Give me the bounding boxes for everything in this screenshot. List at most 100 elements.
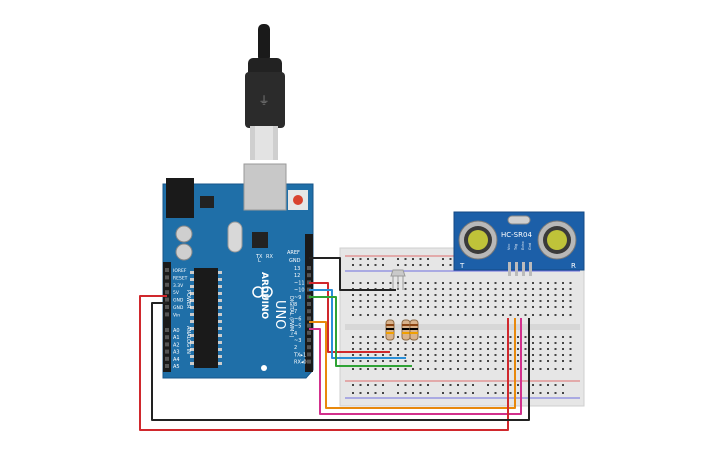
breadboard-hole[interactable] — [397, 294, 399, 296]
breadboard-hole[interactable] — [487, 348, 489, 350]
breadboard-hole[interactable] — [374, 314, 377, 316]
breadboard-hole[interactable] — [457, 314, 459, 316]
breadboard-hole[interactable] — [434, 314, 437, 316]
breadboard-hole[interactable] — [412, 258, 414, 260]
breadboard-hole[interactable] — [509, 354, 512, 356]
breadboard-hole[interactable] — [367, 294, 369, 296]
analog-pin-socket[interactable] — [165, 356, 169, 361]
breadboard-hole[interactable] — [479, 282, 482, 284]
breadboard-hole[interactable] — [412, 306, 414, 308]
breadboard-hole[interactable] — [509, 384, 512, 386]
breadboard-hole[interactable] — [374, 392, 377, 394]
breadboard-hole[interactable] — [502, 368, 504, 370]
breadboard-hole[interactable] — [397, 314, 399, 316]
breadboard-hole[interactable] — [562, 354, 564, 356]
breadboard-hole[interactable] — [539, 282, 542, 284]
breadboard-hole[interactable] — [472, 348, 474, 350]
breadboard-hole[interactable] — [547, 306, 549, 308]
breadboard-hole[interactable] — [562, 306, 564, 308]
breadboard-hole[interactable] — [509, 306, 512, 308]
breadboard-hole[interactable] — [352, 354, 354, 356]
breadboard-hole[interactable] — [419, 360, 422, 362]
breadboard-hole[interactable] — [464, 288, 467, 290]
breadboard-hole[interactable] — [412, 392, 414, 394]
breadboard-hole[interactable] — [382, 348, 384, 350]
breadboard-hole[interactable] — [449, 354, 452, 356]
breadboard-hole[interactable] — [464, 300, 467, 302]
breadboard-hole[interactable] — [404, 348, 407, 350]
breadboard-hole[interactable] — [502, 360, 504, 362]
breadboard-hole[interactable] — [479, 342, 482, 344]
breadboard-hole[interactable] — [562, 342, 564, 344]
breadboard-hole[interactable] — [412, 368, 414, 370]
breadboard-hole[interactable] — [562, 294, 564, 296]
breadboard-hole[interactable] — [487, 306, 489, 308]
digital-pin-socket[interactable] — [307, 266, 311, 270]
breadboard-hole[interactable] — [449, 314, 452, 316]
breadboard-hole[interactable] — [494, 288, 497, 290]
breadboard-hole[interactable] — [562, 288, 564, 290]
breadboard-hole[interactable] — [494, 342, 497, 344]
breadboard-hole[interactable] — [479, 288, 482, 290]
breadboard-hole[interactable] — [517, 300, 519, 302]
breadboard-hole[interactable] — [434, 300, 437, 302]
breadboard-hole[interactable] — [494, 348, 497, 350]
breadboard-hole[interactable] — [367, 282, 369, 284]
breadboard-hole[interactable] — [389, 348, 392, 350]
breadboard-hole[interactable] — [502, 282, 504, 284]
digital-pin-socket[interactable] — [307, 309, 311, 314]
breadboard-hole[interactable] — [352, 314, 354, 316]
breadboard-hole[interactable] — [374, 300, 377, 302]
breadboard-hole[interactable] — [434, 306, 437, 308]
breadboard-hole[interactable] — [367, 342, 369, 344]
breadboard-hole[interactable] — [442, 314, 444, 316]
breadboard-hole[interactable] — [427, 360, 429, 362]
breadboard-hole[interactable] — [547, 294, 549, 296]
breadboard-hole[interactable] — [554, 294, 557, 296]
breadboard-hole[interactable] — [382, 336, 384, 338]
breadboard-hole[interactable] — [427, 288, 429, 290]
breadboard-hole[interactable] — [359, 384, 362, 386]
breadboard-hole[interactable] — [367, 300, 369, 302]
breadboard-hole[interactable] — [539, 336, 542, 338]
breadboard-hole[interactable] — [382, 300, 384, 302]
breadboard-hole[interactable] — [562, 384, 564, 386]
breadboard-hole[interactable] — [569, 342, 572, 344]
breadboard-hole[interactable] — [472, 282, 474, 284]
breadboard-hole[interactable] — [442, 392, 444, 394]
breadboard-hole[interactable] — [427, 258, 429, 260]
breadboard-hole[interactable] — [502, 294, 504, 296]
breadboard-hole[interactable] — [509, 348, 512, 350]
breadboard-hole[interactable] — [502, 348, 504, 350]
breadboard-hole[interactable] — [532, 282, 534, 284]
breadboard-hole[interactable] — [502, 384, 504, 386]
breadboard-hole[interactable] — [427, 282, 429, 284]
breadboard-hole[interactable] — [569, 282, 572, 284]
power-pin-socket[interactable] — [165, 305, 169, 309]
breadboard-hole[interactable] — [509, 392, 512, 394]
breadboard-hole[interactable] — [374, 306, 377, 308]
breadboard-hole[interactable] — [404, 306, 407, 308]
breadboard-hole[interactable] — [367, 354, 369, 356]
breadboard-hole[interactable] — [397, 258, 399, 260]
breadboard-hole[interactable] — [412, 294, 414, 296]
analog-pin-socket[interactable] — [165, 349, 169, 354]
power-pin-socket[interactable] — [165, 290, 169, 295]
power-pin-socket[interactable] — [165, 312, 169, 317]
breadboard-hole[interactable] — [554, 368, 557, 370]
breadboard-hole[interactable] — [539, 368, 542, 370]
breadboard-hole[interactable] — [539, 392, 542, 394]
breadboard-hole[interactable] — [397, 360, 399, 362]
breadboard-hole[interactable] — [547, 354, 549, 356]
breadboard-hole[interactable] — [449, 392, 452, 394]
power-pin-socket[interactable] — [165, 282, 169, 287]
breadboard-hole[interactable] — [382, 264, 384, 266]
breadboard-hole[interactable] — [532, 314, 534, 316]
breadboard-hole[interactable] — [517, 288, 519, 290]
digital-pin-socket[interactable] — [307, 273, 311, 278]
breadboard-hole[interactable] — [532, 300, 534, 302]
breadboard-hole[interactable] — [404, 282, 407, 284]
breadboard-hole[interactable] — [404, 300, 407, 302]
breadboard-hole[interactable] — [457, 300, 459, 302]
